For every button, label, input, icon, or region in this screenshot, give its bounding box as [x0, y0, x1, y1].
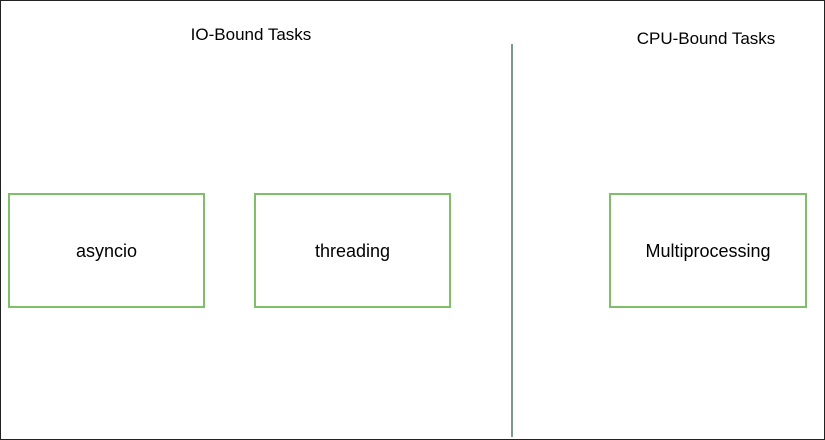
section-divider — [511, 44, 513, 437]
threading-label: threading — [314, 240, 391, 261]
multiprocessing-label: Multiprocessing — [645, 240, 771, 261]
multiprocessing-box: Multiprocessing — [609, 193, 807, 308]
asyncio-box: asyncio — [8, 193, 205, 308]
threading-box: threading — [254, 193, 451, 308]
asyncio-label: asyncio — [75, 240, 138, 261]
io-bound-heading: IO-Bound Tasks — [190, 25, 312, 44]
cpu-bound-heading: CPU-Bound Tasks — [636, 29, 776, 48]
